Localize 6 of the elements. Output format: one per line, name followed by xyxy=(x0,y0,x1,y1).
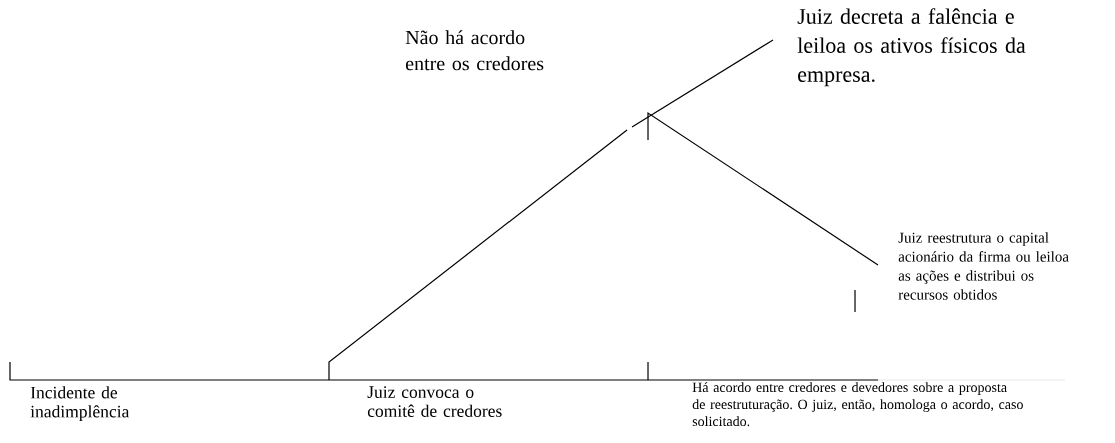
label-text: Juiz convoca o comitê de credores xyxy=(367,386,502,417)
label-text: Incidente de inadimplência xyxy=(30,386,130,422)
label-text: Não há acordo entre os credores xyxy=(405,30,544,71)
label-text: Há acordo entre credores e devedores sobre a proposta de reestruturação. O juiz, então, homologa o acordo, caso solicitado. xyxy=(692,382,1023,427)
label-text: Juiz reestrutura o capital acionário da firma ou leiloa as ações e distribui os recursos obtidos xyxy=(898,232,1069,300)
label-text: Juiz decreta a falência e leiloa os ativos físicos da empresa. xyxy=(797,8,1026,87)
